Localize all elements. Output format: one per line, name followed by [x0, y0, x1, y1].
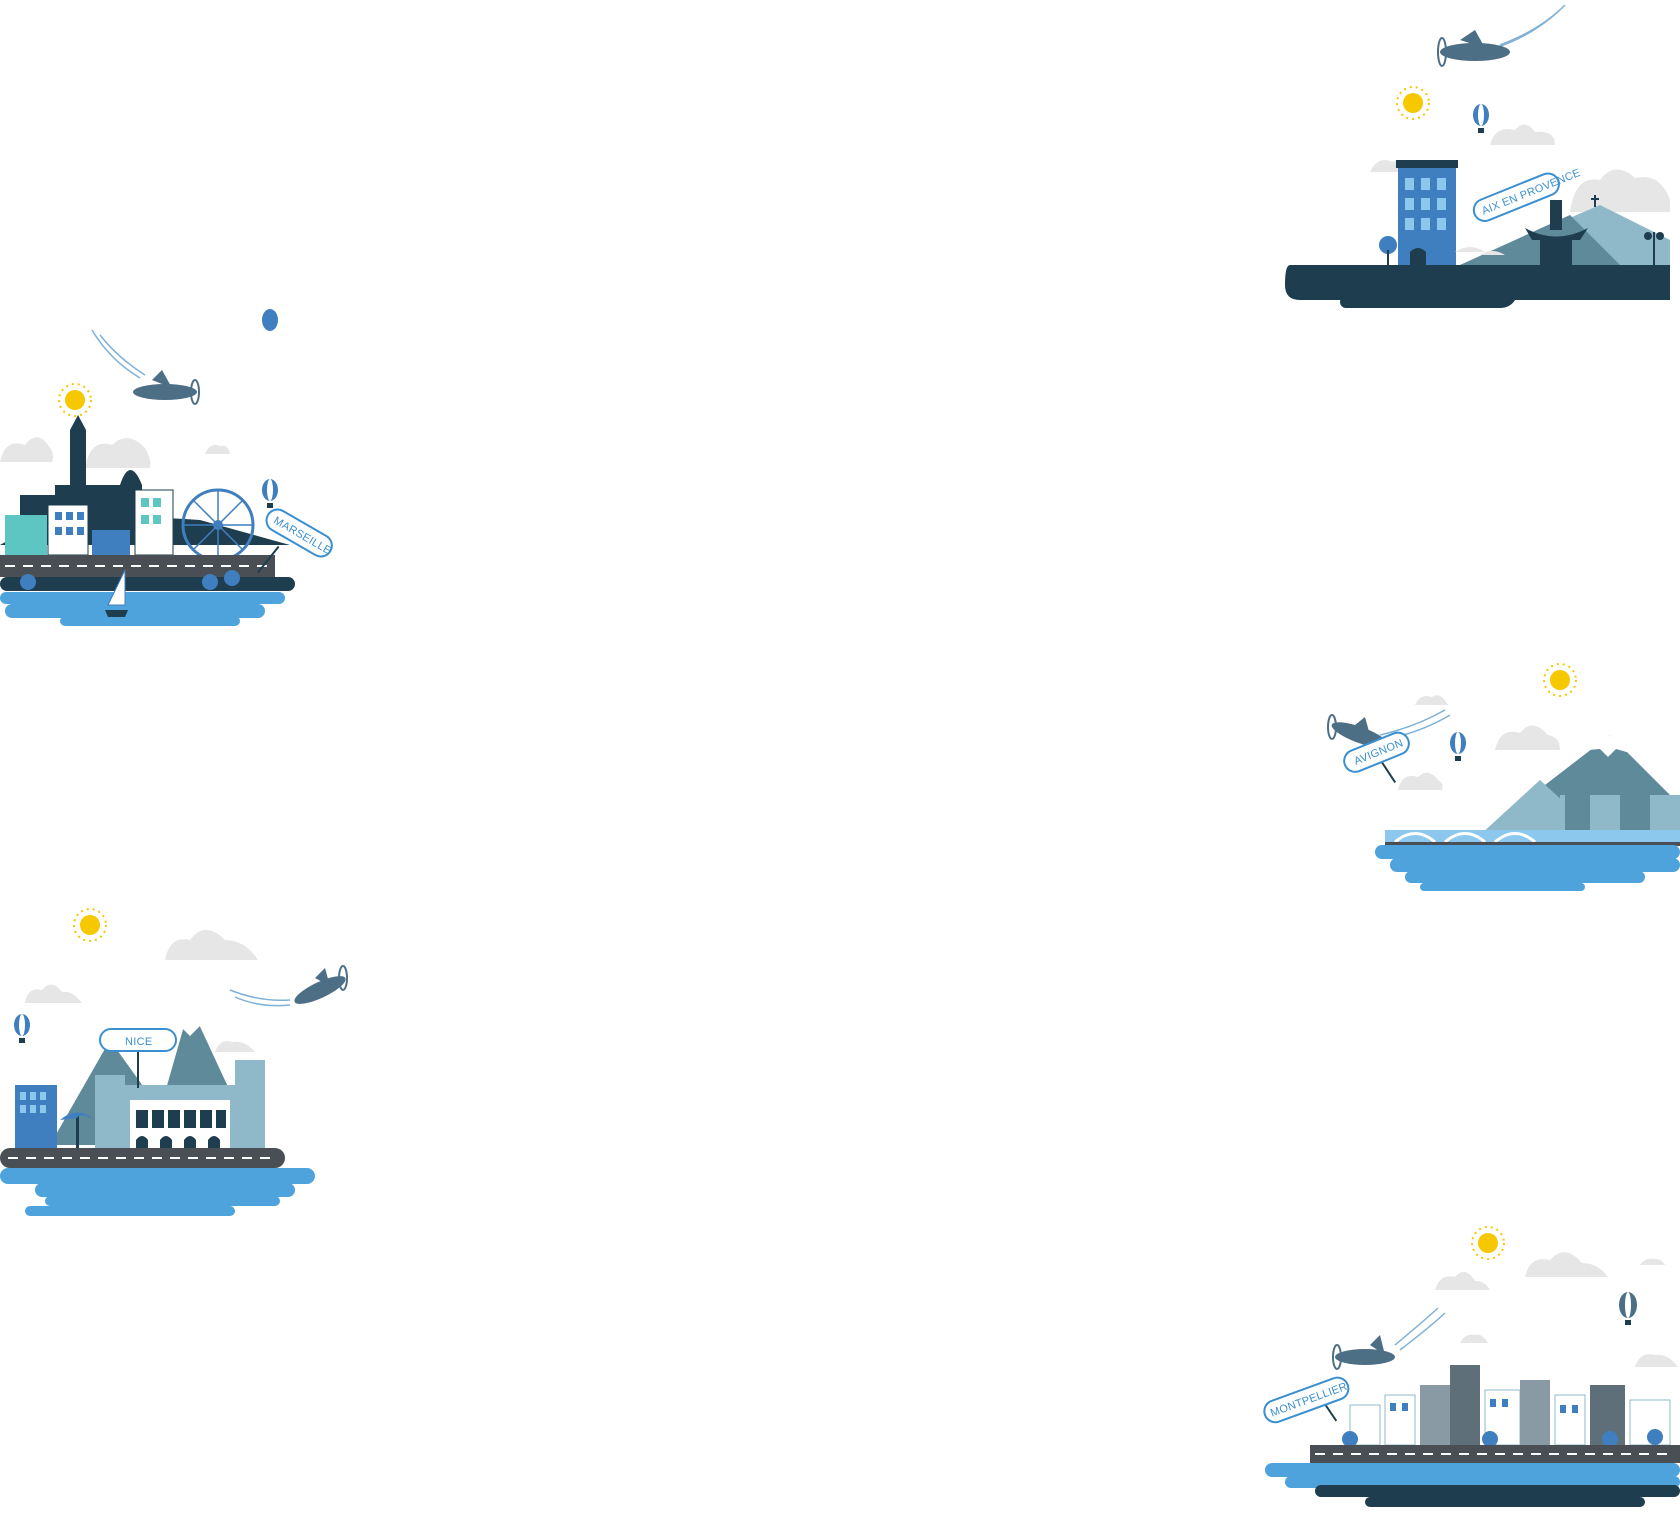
city-sign-montpellier: MONTPELLIER: [1263, 1376, 1350, 1424]
sun-icon: [1543, 663, 1577, 697]
city-sign-aix: AIX EN PROVENCE: [1472, 167, 1582, 222]
sun-icon: [58, 383, 92, 417]
airplane-icon: [1437, 4, 1566, 67]
city-island-avignon: AVIGNON: [1320, 655, 1680, 915]
building: [1396, 160, 1458, 270]
cloud-icon: [1398, 695, 1560, 790]
airplane-icon: [229, 965, 348, 1007]
cloud-icon: [0, 437, 230, 468]
airplane-icon: [91, 329, 200, 405]
city-island-aix: AIX EN PROVENCE: [1270, 0, 1680, 330]
city-island-montpellier: MONTPELLIER: [1263, 1215, 1680, 1519]
city-name-nice: NICE: [125, 1036, 152, 1048]
hot-air-balloon-icon: [1473, 104, 1489, 133]
sun-icon: [73, 908, 107, 942]
cloud-icon: [25, 930, 258, 1052]
buildings: [1349, 1365, 1671, 1446]
hot-air-balloon-icon: [262, 309, 278, 508]
palace: [95, 1060, 265, 1150]
hot-air-balloon-icon: [14, 1014, 30, 1043]
sun-icon: [1396, 86, 1430, 120]
cloud-icon: [1435, 1252, 1678, 1367]
airplane-icon: [1332, 1307, 1446, 1370]
city-island-nice: NICE: [0, 890, 360, 1230]
ferris-wheel: [181, 488, 255, 562]
buildings: [5, 489, 174, 556]
hot-air-balloon-icon: [1619, 1292, 1637, 1325]
city-island-marseille: MARSEILLE: [0, 309, 350, 665]
hot-air-balloon-icon: [1450, 732, 1466, 761]
city-name-aix: AIX EN PROVENCE: [1480, 167, 1582, 218]
city-sign-nice: NICE: [99, 1028, 177, 1088]
sun-icon: [1471, 1226, 1505, 1260]
building: [15, 1085, 57, 1150]
